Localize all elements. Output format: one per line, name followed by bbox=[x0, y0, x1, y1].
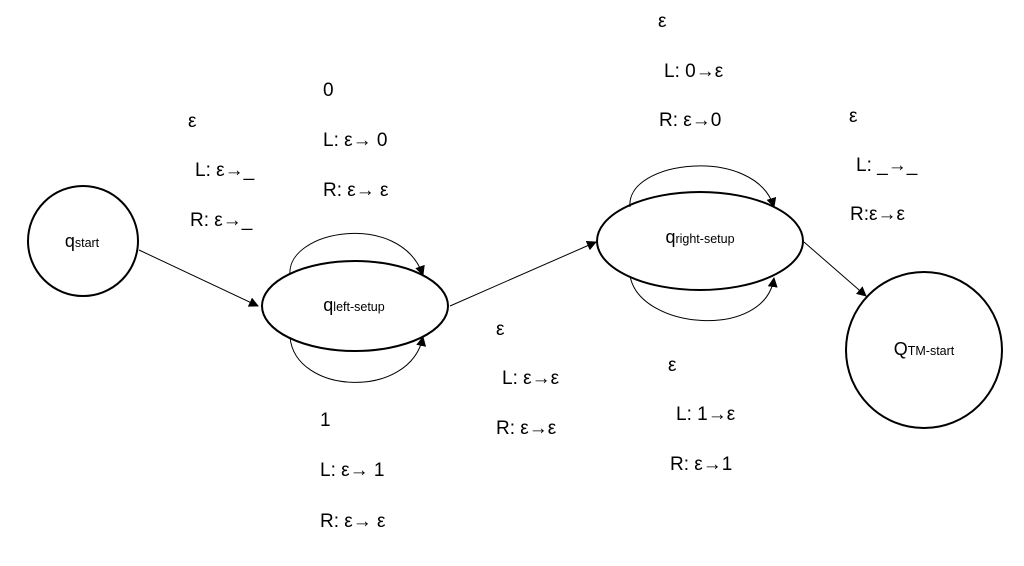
loop-left-setup-top bbox=[289, 232, 425, 276]
transition-right-tape: R: ε→0 bbox=[659, 110, 721, 131]
label-left-setup-loop-bottom: 1 L: ε→ 1 R: ε→ ε bbox=[320, 410, 386, 532]
state-label-main: q bbox=[323, 295, 333, 315]
transition-left-tape: L: 0→ε bbox=[664, 61, 724, 82]
label-left-setup-loop-top: 0 L: ε→ 0 R: ε→ ε bbox=[323, 80, 389, 201]
label-start-to-left-setup: ε L: ε→_ R: ε→_ bbox=[188, 111, 255, 231]
state-label-main: q bbox=[65, 231, 75, 251]
state-label-sub: start bbox=[75, 236, 100, 250]
loop-left-setup-bottom bbox=[289, 336, 427, 383]
svg-text:QTM-start: QTM-start bbox=[894, 339, 955, 359]
transition-left-tape: L: 1→ε bbox=[676, 404, 736, 425]
transition-left-tape: L: ε→ 0 bbox=[323, 130, 387, 151]
transition-symbol: ε bbox=[668, 355, 677, 376]
transition-symbol: 0 bbox=[323, 80, 334, 101]
state-q-right-setup: qright-setup bbox=[596, 191, 804, 291]
svg-text:qright-setup: qright-setup bbox=[665, 227, 734, 247]
transition-symbol: ε bbox=[188, 111, 197, 132]
edge-start-to-left-setup bbox=[138, 249, 259, 307]
state-q-left-setup: qleft-setup bbox=[261, 260, 449, 352]
label-right-setup-loop-top: ε L: 0→ε R: ε→0 bbox=[658, 11, 724, 131]
loop-right-setup-bottom bbox=[629, 275, 778, 321]
transition-right-tape: R: ε→ε bbox=[496, 418, 557, 439]
edge-left-setup-to-right-setup bbox=[449, 241, 597, 307]
transition-symbol: ε bbox=[658, 11, 667, 32]
transition-right-tape: R: ε→_ bbox=[190, 210, 253, 231]
svg-text:qstart: qstart bbox=[65, 231, 100, 251]
label-right-setup-loop-bottom: ε L: 1→ε R: ε→1 bbox=[668, 355, 736, 475]
transition-right-tape: R:ε→ε bbox=[850, 204, 905, 225]
transition-right-tape: R: ε→1 bbox=[670, 454, 732, 475]
svg-text:qleft-setup: qleft-setup bbox=[323, 295, 384, 315]
transition-left-tape: L: _→_ bbox=[856, 155, 918, 176]
state-label-sub: right-setup bbox=[675, 232, 734, 246]
state-label-sub: left-setup bbox=[333, 300, 384, 314]
state-q-start: qstart bbox=[27, 185, 139, 297]
transition-symbol: ε bbox=[849, 106, 858, 127]
loop-right-setup-top bbox=[629, 165, 777, 208]
state-label-main: q bbox=[665, 227, 675, 247]
edge-right-setup-to-tm-start bbox=[803, 241, 867, 297]
state-label-sub: TM-start bbox=[908, 344, 955, 358]
transition-symbol: 1 bbox=[320, 410, 331, 431]
state-q-tm-start: QTM-start bbox=[845, 271, 1003, 429]
transition-left-tape: L: ε→ 1 bbox=[320, 460, 384, 481]
transition-right-tape: R: ε→ ε bbox=[320, 511, 386, 532]
label-left-setup-to-right-setup: ε L: ε→ε R: ε→ε bbox=[496, 319, 560, 439]
label-right-setup-to-tm-start: ε L: _→_ R:ε→ε bbox=[849, 106, 918, 225]
transition-right-tape: R: ε→ ε bbox=[323, 180, 389, 201]
state-label-main: Q bbox=[894, 339, 908, 359]
transition-left-tape: L: ε→_ bbox=[195, 160, 255, 181]
transition-left-tape: L: ε→ε bbox=[502, 368, 560, 389]
transition-symbol: ε bbox=[496, 319, 505, 340]
